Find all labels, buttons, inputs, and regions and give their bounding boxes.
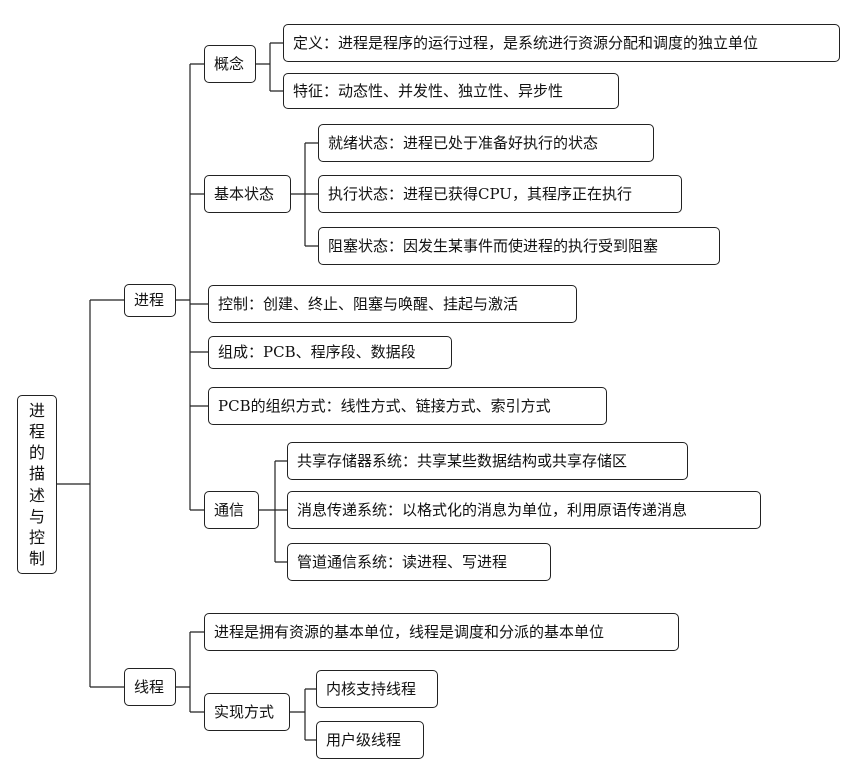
message-passing-node: 消息传递系统：以格式化的消息为单位，利用原语传递消息 xyxy=(287,491,761,529)
communication-label: 通信 xyxy=(214,500,245,519)
root-node: 进程的描述与控制 xyxy=(17,395,57,574)
blocked-state-text: 阻塞状态：因发生某事件而使进程的执行受到阻塞 xyxy=(328,236,659,255)
thread-basic-unit-text: 进程是拥有资源的基本单位，线程是调度和分派的基本单位 xyxy=(214,622,605,641)
user-thread-node: 用户级线程 xyxy=(316,721,424,759)
states-node: 基本状态 xyxy=(204,175,291,213)
states-label: 基本状态 xyxy=(214,184,275,203)
connector-implementation xyxy=(290,688,316,741)
process-node: 进程 xyxy=(124,284,176,317)
connector-states xyxy=(291,142,318,247)
root-label: 进程的描述与控制 xyxy=(28,401,45,568)
concept-node: 概念 xyxy=(204,45,256,83)
connector-communication xyxy=(259,460,287,563)
implementation-node: 实现方式 xyxy=(204,693,290,731)
ready-state-node: 就绪状态：进程已处于准备好执行的状态 xyxy=(318,124,654,162)
thread-basic-unit-node: 进程是拥有资源的基本单位，线程是调度和分派的基本单位 xyxy=(204,613,679,651)
composition-text: 组成：PCB、程序段、数据段 xyxy=(218,343,416,361)
control-node: 控制：创建、终止、阻塞与唤醒、挂起与激活 xyxy=(208,285,577,323)
features-node: 特征：动态性、并发性、独立性、异步性 xyxy=(283,73,619,109)
running-state-node: 执行状态：进程已获得CPU，其程序正在执行 xyxy=(318,175,682,213)
thread-node: 线程 xyxy=(124,668,176,706)
process-label: 进程 xyxy=(134,291,165,309)
connector-thread xyxy=(176,631,204,713)
shared-memory-node: 共享存储器系统：共享某些数据结构或共享存储区 xyxy=(287,442,688,480)
kernel-thread-text: 内核支持线程 xyxy=(326,679,417,698)
connector-process xyxy=(176,63,208,511)
thread-label: 线程 xyxy=(134,677,165,696)
communication-node: 通信 xyxy=(204,491,259,529)
definition-text: 定义：进程是程序的运行过程，是系统进行资源分配和调度的独立单位 xyxy=(293,33,759,52)
kernel-thread-node: 内核支持线程 xyxy=(316,670,438,708)
definition-node: 定义：进程是程序的运行过程，是系统进行资源分配和调度的独立单位 xyxy=(283,24,840,62)
pcb-organization-node: PCB的组织方式：线性方式、链接方式、索引方式 xyxy=(208,387,607,425)
ready-state-text: 就绪状态：进程已处于准备好执行的状态 xyxy=(328,133,599,152)
concept-label: 概念 xyxy=(214,54,245,73)
connector-root xyxy=(57,299,124,688)
features-text: 特征：动态性、并发性、独立性、异步性 xyxy=(293,81,564,100)
implementation-label: 实现方式 xyxy=(214,702,275,721)
control-text: 控制：创建、终止、阻塞与唤醒、挂起与激活 xyxy=(218,294,519,313)
composition-node: 组成：PCB、程序段、数据段 xyxy=(208,336,452,369)
pipe-text: 管道通信系统：读进程、写进程 xyxy=(297,552,508,571)
shared-memory-text: 共享存储器系统：共享某些数据结构或共享存储区 xyxy=(297,451,628,470)
message-passing-text: 消息传递系统：以格式化的消息为单位，利用原语传递消息 xyxy=(297,500,688,519)
pcb-organization-text: PCB的组织方式：线性方式、链接方式、索引方式 xyxy=(218,396,551,415)
running-state-text: 执行状态：进程已获得CPU，其程序正在执行 xyxy=(328,184,632,203)
connector-concept xyxy=(256,42,283,92)
blocked-state-node: 阻塞状态：因发生某事件而使进程的执行受到阻塞 xyxy=(318,227,720,265)
pipe-node: 管道通信系统：读进程、写进程 xyxy=(287,543,551,581)
user-thread-text: 用户级线程 xyxy=(326,730,402,749)
